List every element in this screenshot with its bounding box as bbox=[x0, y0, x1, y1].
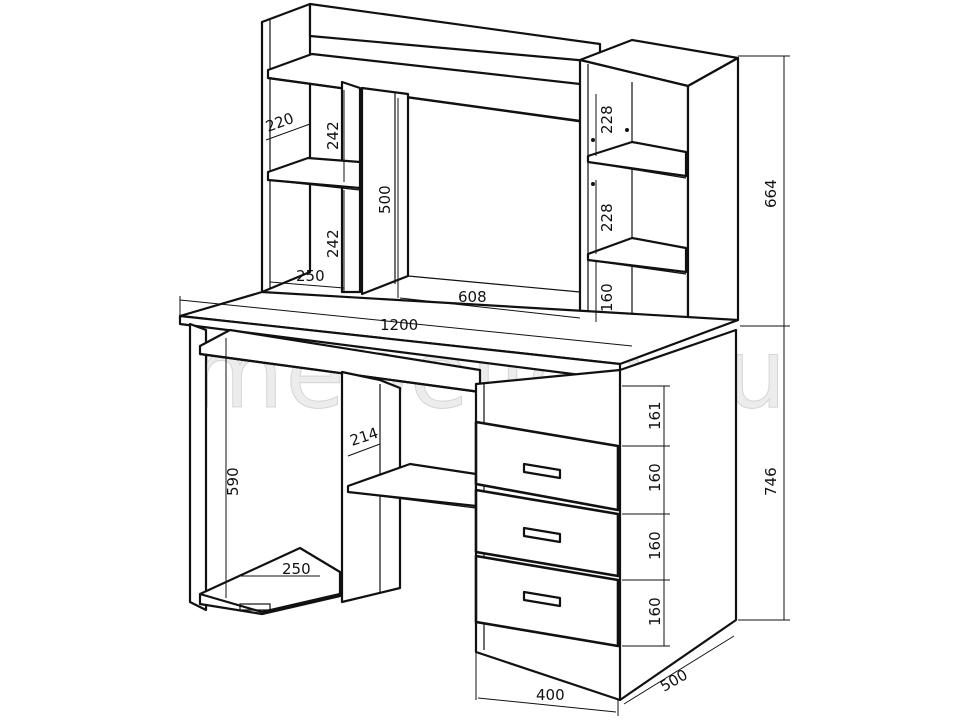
dim-250-shelf: 250 bbox=[296, 267, 325, 285]
dimension-lines bbox=[179, 55, 790, 716]
dim-250-stand: 250 bbox=[282, 560, 311, 578]
dim-161: 161 bbox=[646, 401, 664, 430]
dim-400: 400 bbox=[536, 686, 565, 704]
dim-228-upper: 228 bbox=[598, 105, 616, 134]
dim-746: 746 bbox=[762, 467, 780, 496]
dim-160-drawer-3: 160 bbox=[646, 597, 664, 626]
dim-608: 608 bbox=[458, 288, 487, 306]
lower-body bbox=[188, 322, 738, 702]
drawer-handle bbox=[522, 462, 562, 608]
dim-160-drawer-1: 160 bbox=[646, 463, 664, 492]
dim-228-lower: 228 bbox=[598, 203, 616, 232]
dim-160-drawer-2: 160 bbox=[646, 531, 664, 560]
dim-500: 500 bbox=[376, 185, 394, 214]
dim-242-upper: 242 bbox=[324, 121, 342, 150]
dim-590: 590 bbox=[224, 467, 242, 496]
dim-160-right: 160 bbox=[598, 283, 616, 312]
superstructure bbox=[260, 2, 740, 340]
dim-242-lower: 242 bbox=[324, 229, 342, 258]
dim-664: 664 bbox=[762, 179, 780, 208]
dim-1200: 1200 bbox=[380, 316, 418, 334]
